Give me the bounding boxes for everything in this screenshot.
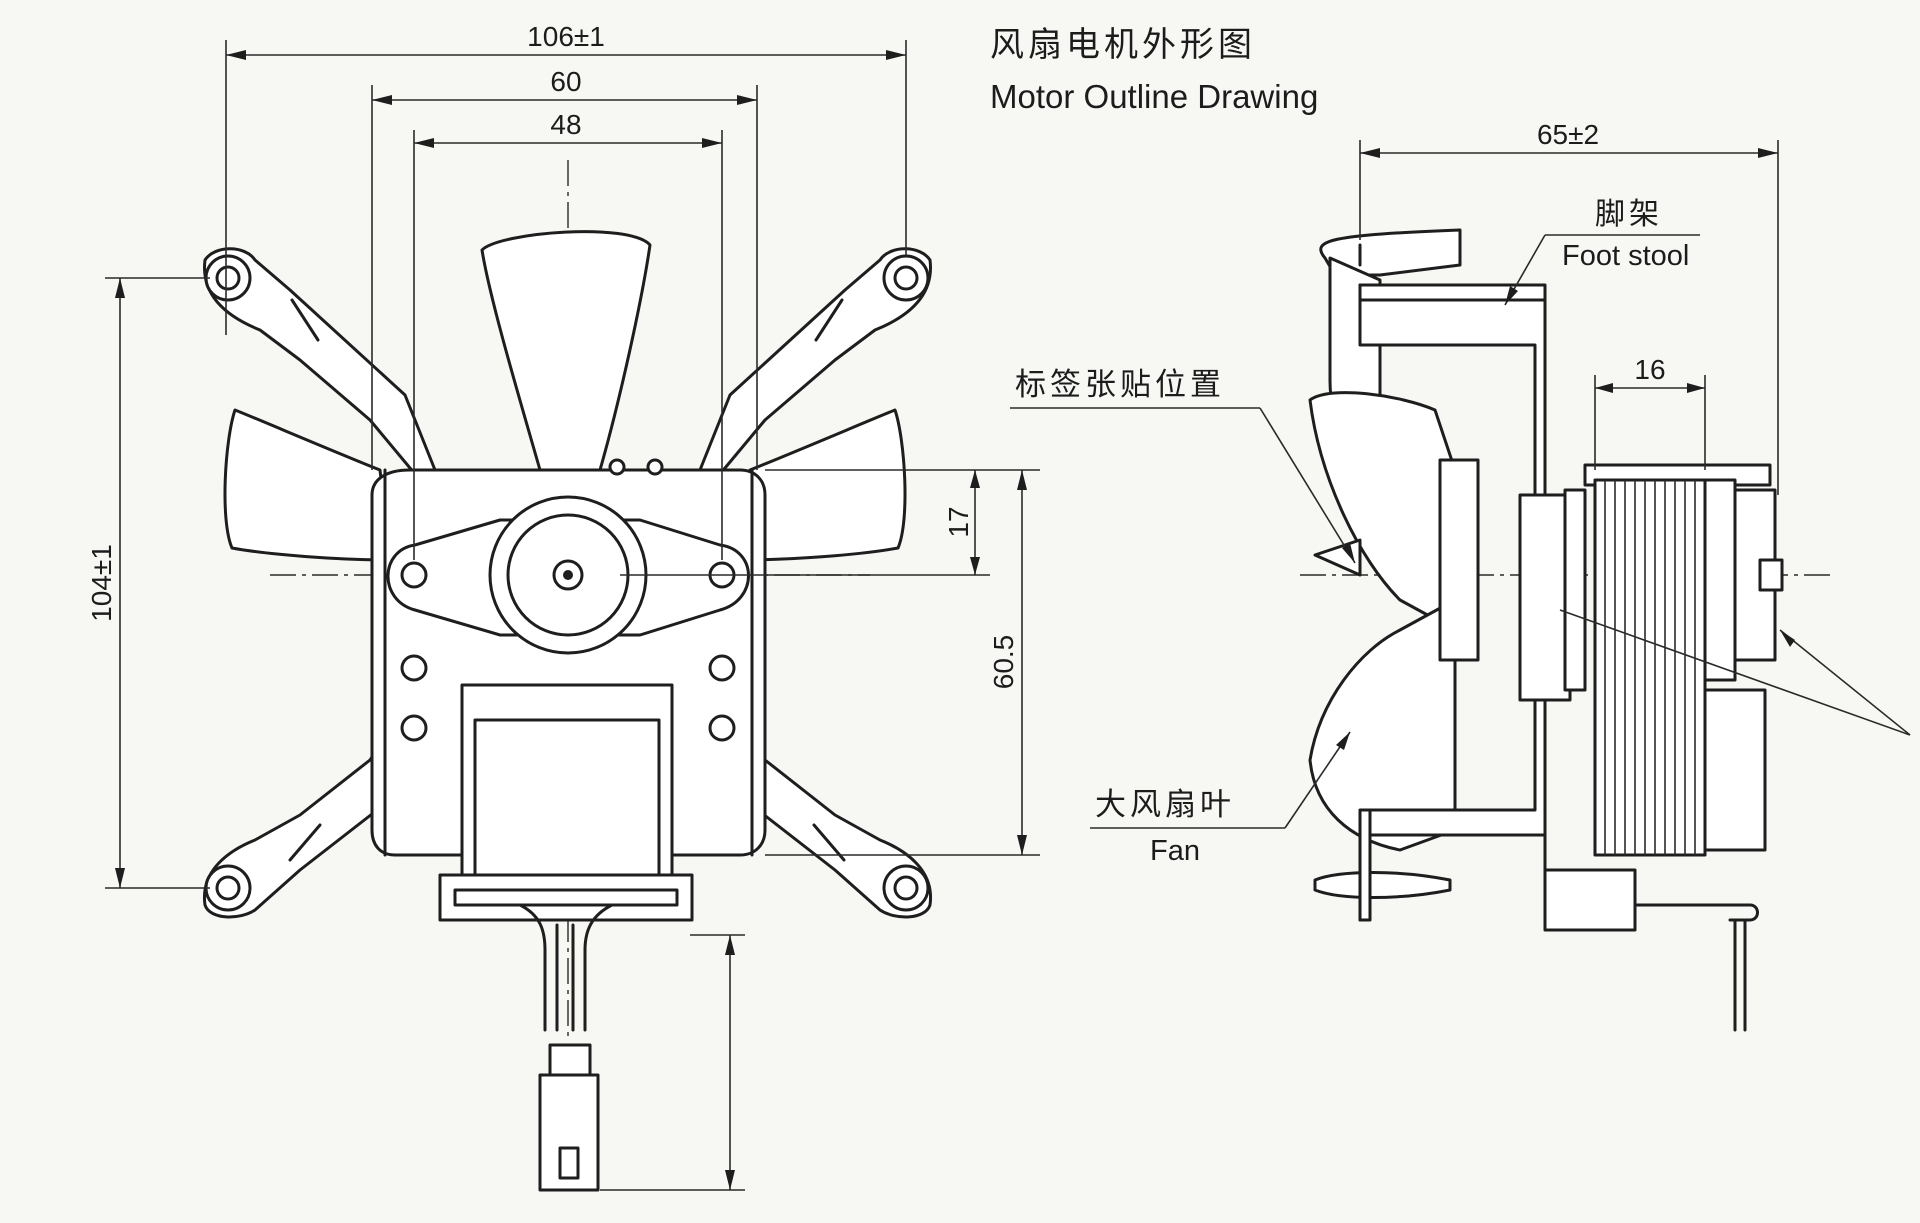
lamination-lines — [1604, 480, 1696, 855]
front-view: 106±1 60 48 104±1 — [86, 21, 1040, 1192]
svg-text:Fan: Fan — [1150, 835, 1200, 867]
svg-text:大风扇叶: 大风扇叶 — [1095, 787, 1235, 823]
lamination-stack — [1593, 478, 1707, 857]
coil — [438, 683, 694, 922]
title-english: Motor Outline Drawing — [990, 78, 1318, 115]
dim-lead-length — [600, 934, 745, 1191]
svg-text:65±2: 65±2 — [1537, 119, 1599, 150]
connector — [538, 1073, 600, 1192]
svg-text:16: 16 — [1634, 354, 1665, 385]
dim-mount-width: 60 — [371, 66, 758, 470]
dim-stack-depth: 16 — [1594, 354, 1706, 470]
svg-text:Foot stool: Foot stool — [1562, 240, 1689, 272]
svg-text:60.5: 60.5 — [988, 635, 1019, 690]
callout-foot-stool: 脚架 Foot stool — [1504, 197, 1700, 306]
title-chinese: 风扇电机外形图 — [990, 25, 1256, 65]
dim-overall-width: 106±1 — [225, 21, 907, 335]
svg-text:17: 17 — [943, 506, 974, 537]
motor-body — [1518, 463, 1784, 1032]
side-view: 65±2 16 脚架 Foot stool 标签张贴位置 — [1010, 119, 1911, 1032]
callout-label-position: 标签张贴位置 — [1010, 367, 1356, 564]
dim-overall-height: 104±1 — [86, 277, 210, 889]
callout-right-leaders — [1559, 609, 1911, 736]
svg-text:106±1: 106±1 — [527, 21, 605, 52]
lead-wires — [518, 903, 614, 1192]
foot-stool-bracket — [1358, 283, 1547, 922]
callout-fan: 大风扇叶 Fan — [1090, 731, 1351, 867]
fan-side — [1308, 228, 1480, 922]
svg-text:48: 48 — [550, 109, 581, 140]
svg-text:104±1: 104±1 — [86, 544, 117, 622]
svg-text:标签张贴位置: 标签张贴位置 — [1015, 367, 1225, 403]
dim-body-height: 60.5 — [765, 470, 1040, 856]
dim-shaft-offset: 17 — [620, 469, 1040, 576]
dim-coil-width: 48 — [413, 109, 723, 560]
svg-text:60: 60 — [550, 66, 581, 97]
svg-text:脚架: 脚架 — [1595, 197, 1663, 232]
dim-overall-depth: 65±2 — [1359, 119, 1779, 495]
